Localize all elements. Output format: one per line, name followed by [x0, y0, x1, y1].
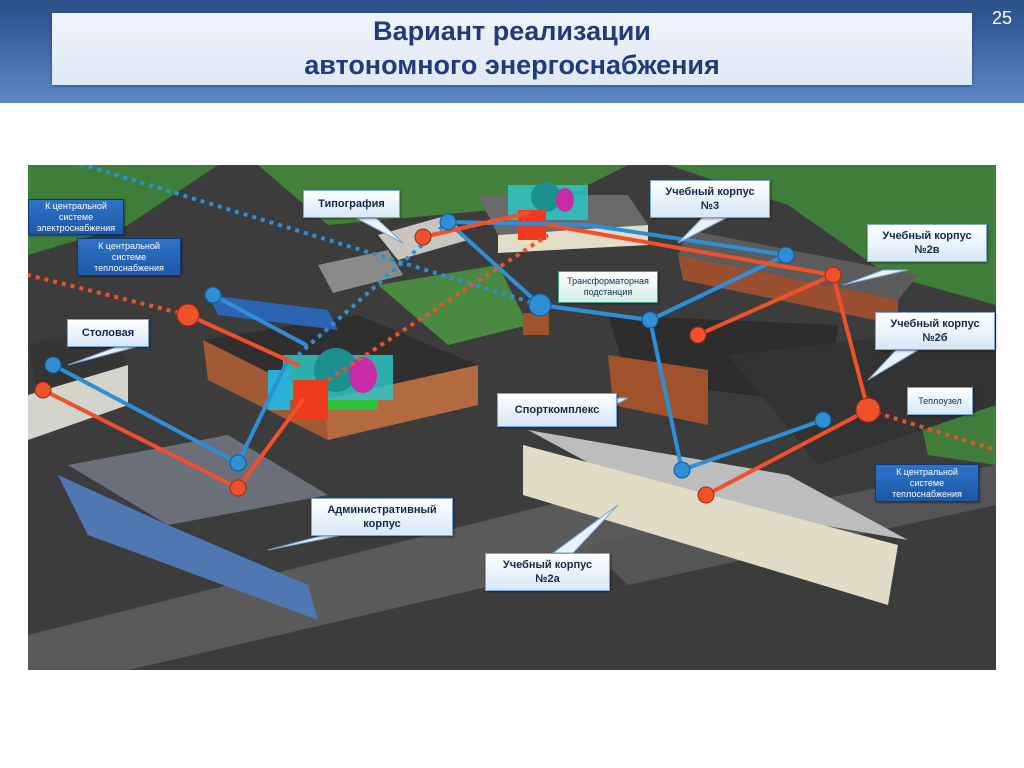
label-korpus3: Учебный корпус №3 — [650, 180, 770, 218]
building-sport-wall — [608, 355, 708, 425]
label-teplouzel: Теплоузел — [907, 387, 973, 415]
label-stolovaya: Столовая — [67, 319, 149, 347]
label-sportkompleks: Спорткомплекс — [497, 393, 617, 427]
building-blue — [208, 295, 338, 330]
title-line-2: автономного энергоснабжения — [304, 50, 720, 80]
campus-scene — [28, 165, 996, 670]
lawn-center — [378, 265, 528, 345]
campus-illustration — [28, 165, 996, 670]
electric-dotted — [77, 165, 541, 357]
page-number: 25 — [991, 8, 1012, 28]
building-garage — [318, 250, 403, 293]
label-admin: Административный корпус — [311, 498, 453, 536]
building-admin-wall — [58, 475, 318, 620]
label-korpus2b: Учебный корпус №2б — [875, 312, 995, 350]
heat-dotted — [28, 233, 996, 452]
building-stolovaya-wall — [28, 365, 128, 440]
label-central-teplo-left: К центральной системе теплоснабжения — [77, 238, 181, 276]
transformer-substation — [523, 313, 549, 335]
label-korpus2a: Учебный корпус №2а — [485, 553, 610, 591]
title-line-1: Вариант реализации — [373, 16, 651, 46]
building-korpus2a-wall — [523, 445, 898, 605]
road-main — [28, 495, 668, 670]
electric-network — [51, 219, 825, 473]
lawn-top-right — [668, 165, 996, 305]
heat-nodes — [34, 228, 881, 504]
label-transformator: Трансформаторная подстанция — [558, 271, 658, 303]
generator-unit-main — [268, 348, 393, 420]
label-central-teplo-right: К центральной системе теплоснабжения — [875, 464, 979, 502]
page-title: Вариант реализации автономного энергосна… — [52, 14, 972, 82]
building-central-wall2 — [323, 365, 478, 440]
building-korpus3-wall — [498, 225, 648, 253]
title-panel — [52, 13, 972, 85]
label-central-electro: К центральной системе электроснабжения — [28, 199, 124, 235]
building-korpus2a-roof — [528, 430, 908, 540]
label-tipografiya: Типография — [303, 190, 400, 218]
label-korpus2v: Учебный корпус №2в — [867, 224, 987, 262]
electric-nodes — [44, 213, 832, 479]
